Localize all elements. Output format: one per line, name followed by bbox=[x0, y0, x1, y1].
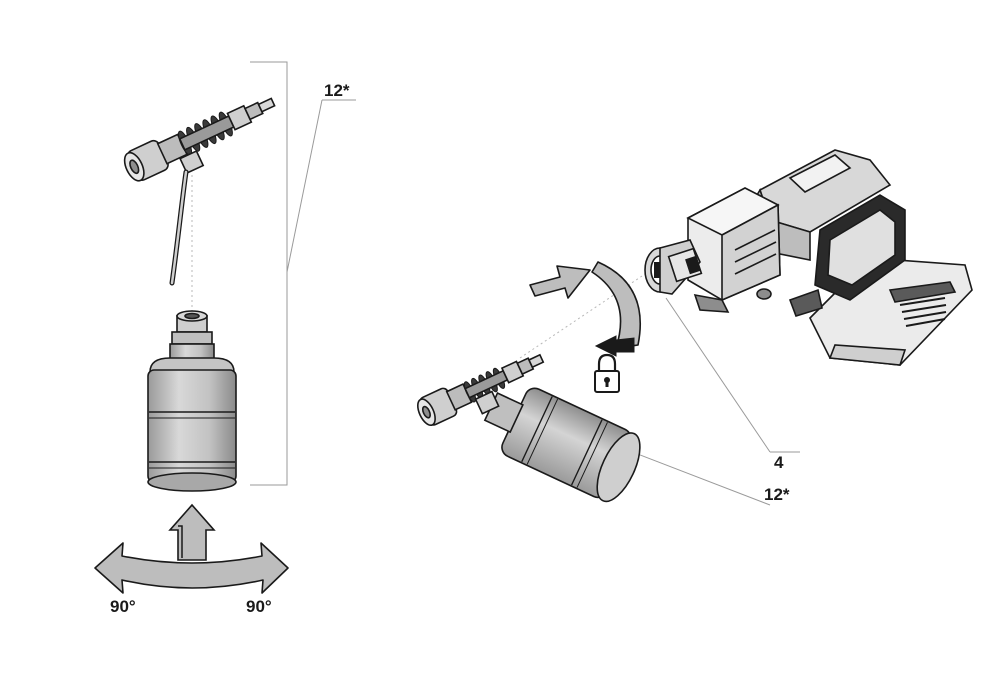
rotate-arrow-icon bbox=[94, 542, 289, 594]
leader-line-12-left bbox=[286, 99, 323, 273]
push-arrow-icon bbox=[168, 503, 216, 561]
cordless-washer-tool bbox=[644, 149, 973, 366]
rotate-arrow-icon bbox=[594, 335, 635, 357]
bracket-line bbox=[250, 61, 288, 486]
connector-4 bbox=[644, 239, 703, 295]
foam-nozzle bbox=[123, 97, 276, 182]
leader-line-12-right bbox=[621, 447, 771, 506]
leader-line-4 bbox=[665, 297, 771, 453]
label-angle-left: 90° bbox=[110, 597, 136, 616]
padlock-icon bbox=[594, 353, 620, 393]
right-assembly: 4 12* bbox=[416, 149, 973, 506]
foam-attachment bbox=[416, 353, 641, 503]
label-12-left: 12* bbox=[324, 81, 350, 100]
foam-bottle bbox=[147, 310, 237, 492]
label-angle-right: 90° bbox=[246, 597, 272, 616]
label-4: 4 bbox=[774, 453, 784, 472]
label-12-right: 12* bbox=[764, 485, 790, 504]
axis-line-right bbox=[519, 271, 649, 359]
left-assembly: 12* bbox=[94, 61, 356, 616]
push-arrow-icon bbox=[529, 265, 591, 299]
